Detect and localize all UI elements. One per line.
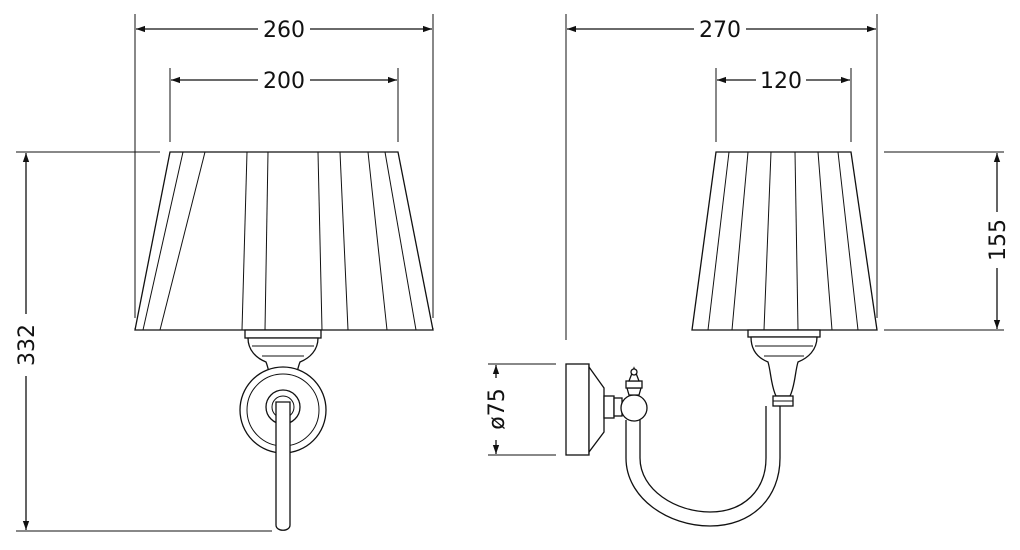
side-wall-bracket (565, 363, 648, 456)
dimension-label-270: 270 (699, 18, 741, 43)
side-arm (625, 406, 781, 527)
dimension-label-diameter-75: ø75 (485, 388, 510, 429)
front-lamp-shade (134, 151, 434, 331)
side-view: 270 120 155 ø75 (485, 14, 1011, 527)
front-height-332-dimension: 332 (15, 151, 272, 532)
front-width-260-dimension: 260 (134, 14, 434, 318)
dimension-label-260: 260 (263, 18, 305, 43)
side-depth-270-dimension: 270 (565, 14, 878, 340)
front-width-200-dimension: 200 (169, 68, 399, 142)
side-lamp-holder (747, 329, 821, 407)
dimension-label-120: 120 (760, 69, 802, 94)
front-view: 260 200 332 (15, 14, 434, 532)
side-lamp-shade (691, 151, 878, 331)
side-width-120-dimension: 120 (715, 68, 852, 142)
side-wall-plate-diameter-dimension: ø75 (485, 363, 556, 456)
dimension-label-332: 332 (15, 324, 40, 366)
front-stem (275, 401, 291, 531)
dimension-label-200: 200 (263, 69, 305, 94)
side-height-155-dimension: 155 (884, 151, 1011, 331)
dimension-label-155: 155 (986, 219, 1011, 261)
